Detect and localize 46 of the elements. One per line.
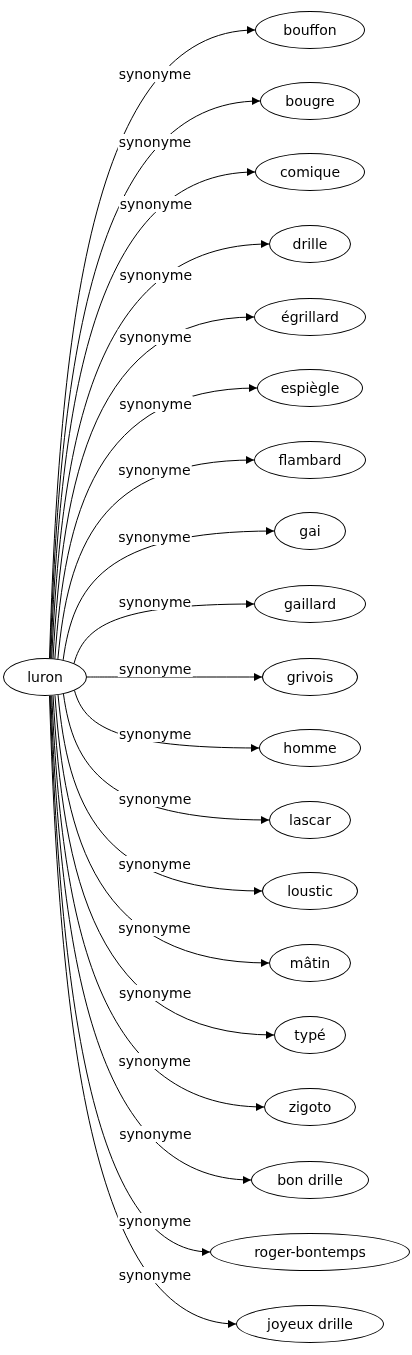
term-ellipse: mâtin [269, 944, 351, 982]
arrow [50, 169, 256, 659]
edge-label: synonyme [118, 329, 193, 346]
edge-label: synonyme [117, 133, 193, 150]
edge-label: synonyme [117, 920, 192, 937]
arrow [51, 240, 270, 659]
term-ellipse: drille [269, 225, 351, 263]
term-ellipse: joyeux drille [236, 1305, 384, 1343]
term-ellipse: homme [259, 729, 361, 767]
term-ellipse: gaillard [254, 585, 366, 623]
arrow [51, 695, 265, 1111]
term-ellipse: égrillard [254, 298, 366, 336]
term-ellipse: comique [255, 153, 365, 191]
term-ellipse: zigoto [264, 1088, 356, 1126]
edge-label: synonyme [117, 1266, 193, 1283]
term-ellipse: flambard [254, 441, 366, 479]
term-ellipse: luron [3, 658, 87, 696]
arrow [86, 673, 263, 681]
edge-label: synonyme [118, 267, 193, 284]
term-ellipse: bon drille [251, 1161, 369, 1199]
arrow [52, 313, 255, 659]
arrow [52, 695, 275, 1039]
edge-label: synonyme [117, 984, 193, 1001]
term-ellipse: lascar [269, 801, 351, 839]
edge-label: synonyme [118, 195, 194, 212]
arrow [57, 456, 255, 660]
term-ellipse: bougre [260, 82, 360, 120]
term-ellipse: loustic [262, 872, 358, 910]
arrow [54, 384, 258, 660]
edge-label: synonyme [117, 856, 192, 873]
edge-label: synonyme [117, 1052, 192, 1069]
term-ellipse: roger-bontemps [210, 1233, 410, 1271]
edge-label: synonyme [118, 395, 193, 412]
edge-label: synonyme [117, 790, 193, 807]
arrow [54, 694, 270, 967]
term-ellipse: grivois [262, 658, 358, 696]
arrow [57, 694, 263, 895]
edge-label: synonyme [118, 1125, 193, 1142]
arrow [49, 695, 211, 1255]
term-ellipse: espiègle [257, 369, 363, 407]
arrow [49, 695, 237, 1327]
term-ellipse: bouffon [255, 11, 365, 49]
term-ellipse: gai [274, 512, 346, 550]
edge-label: synonyme [117, 1212, 193, 1229]
term-ellipse: typé [274, 1016, 346, 1054]
edge-label: synonyme [117, 66, 193, 83]
